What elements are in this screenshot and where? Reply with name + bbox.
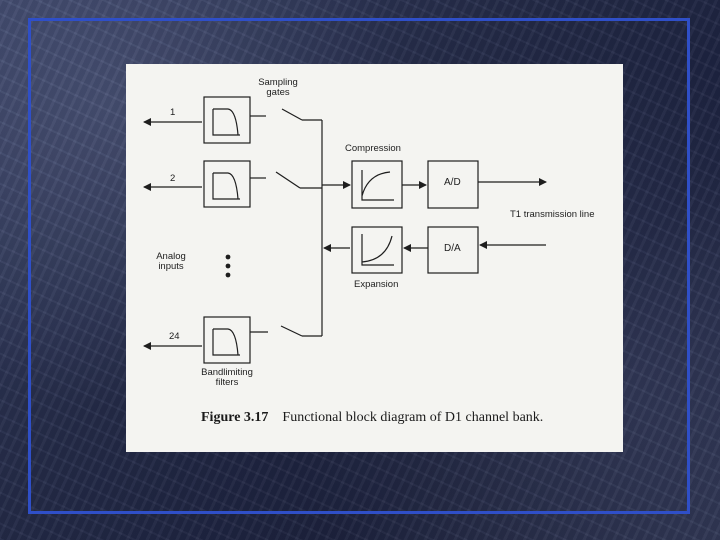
filter-curve-1: [212, 108, 240, 136]
channel-label-1: 1: [170, 107, 176, 118]
t1-transmission-line-label: T1 transmission line: [510, 209, 595, 220]
channel-label-24: 24: [169, 331, 180, 342]
channel-label-2: 2: [170, 173, 176, 184]
compression-curve: [361, 170, 394, 201]
expansion-box: [351, 226, 403, 274]
expansion-label: Expansion: [354, 279, 399, 290]
filter-curve-24: [212, 328, 240, 356]
sampling-switch-1: [281, 108, 303, 121]
block-diagram: [143, 96, 547, 364]
analog-inputs-label: Analog inputs: [156, 251, 186, 272]
sampling-switch-2: [275, 171, 301, 189]
filter-box-24: [203, 316, 251, 364]
filter-curve-2: [212, 172, 240, 200]
ad-box: [427, 160, 479, 209]
figure-caption: Figure 3.17 Functional block diagram of D…: [201, 410, 543, 426]
figure-scan: 1 2 24 Sampling gates Compression Expans…: [126, 64, 623, 452]
filter-box-1: [203, 96, 251, 144]
bandlimiting-filters-label: Bandlimiting filters: [201, 367, 253, 388]
compression-label: Compression: [345, 143, 401, 154]
sampling-switch-24: [280, 325, 303, 337]
ad-label: A/D: [444, 177, 461, 188]
slide-frame: [28, 18, 690, 514]
figure-number: Figure 3.17: [201, 410, 269, 425]
compression-box: [351, 160, 403, 209]
da-box: [427, 226, 479, 274]
da-label: D/A: [444, 243, 461, 254]
sampling-gates-label: Sampling gates: [258, 77, 298, 98]
filter-box-2: [203, 160, 251, 208]
figure-caption-text: Functional block diagram of D1 channel b…: [282, 410, 544, 425]
expansion-curve: [361, 234, 394, 266]
channel-ellipsis: [225, 254, 231, 278]
